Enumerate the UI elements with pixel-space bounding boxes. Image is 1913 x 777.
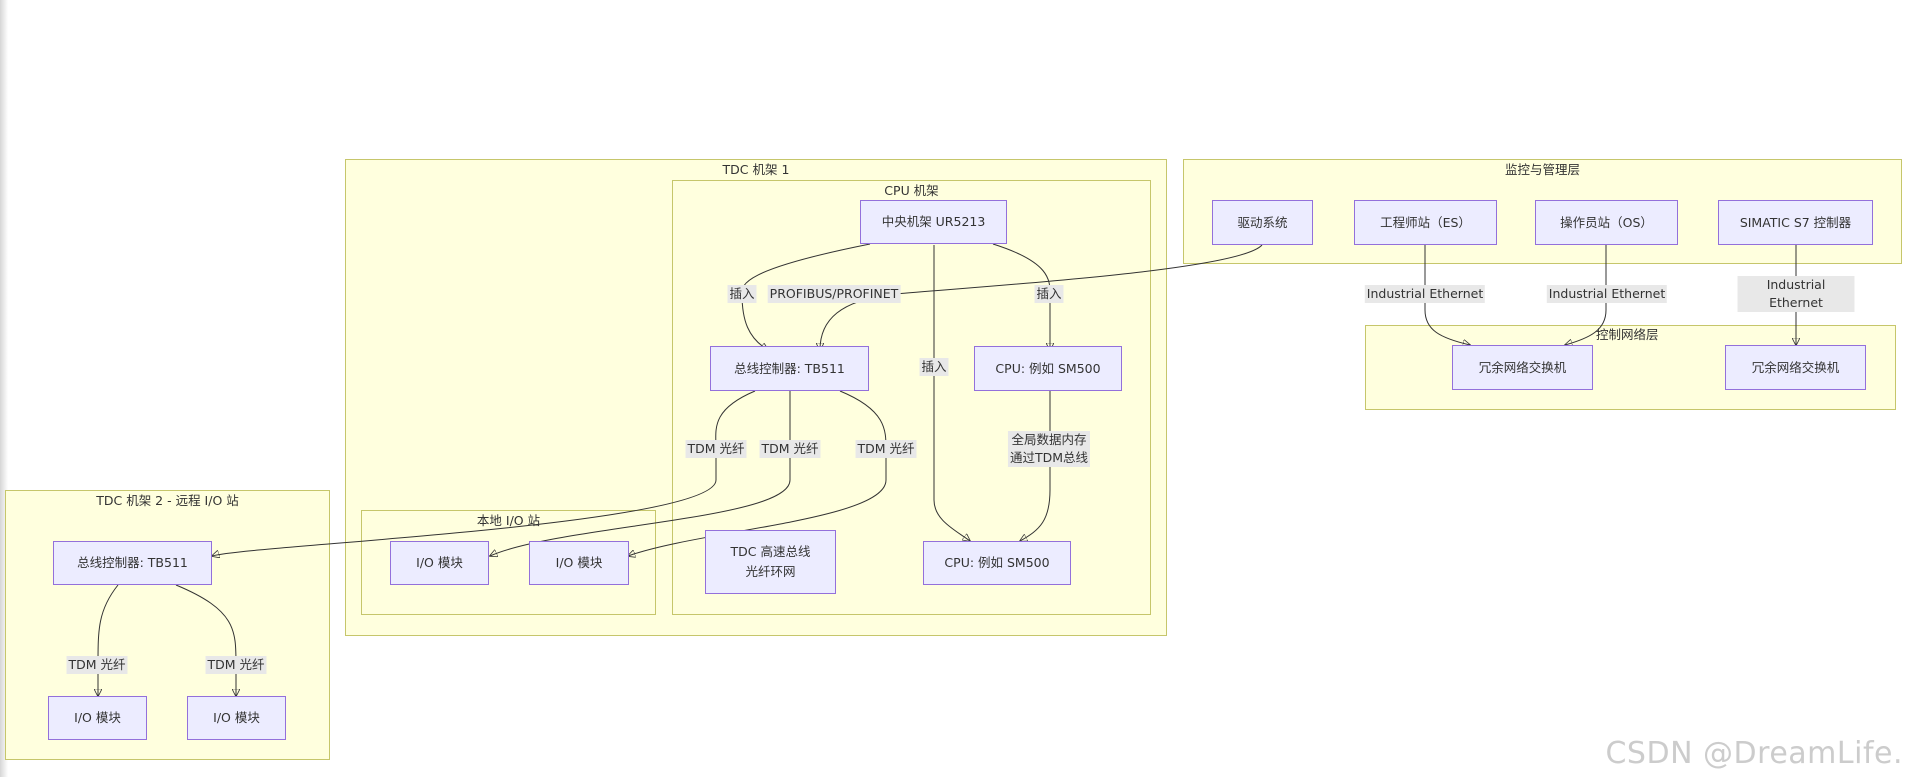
- edge-label-industrial-ethernet-1: Industrial Ethernet: [1364, 285, 1486, 303]
- group-title-control-network: 控制网络层: [1596, 327, 1659, 342]
- edge-label-tdm-fiber-1: TDM 光纤: [685, 440, 747, 458]
- edge-label-tdm-fiber-5: TDM 光纤: [205, 656, 267, 674]
- node-bus-controller-tb511-remote: 总线控制器: TB511: [53, 541, 212, 585]
- group-title-monitor: 监控与管理层: [1504, 162, 1580, 177]
- node-central-rack-ur5213: 中央机架 UR5213: [860, 200, 1007, 244]
- node-local-io-module-1: I/O 模块: [390, 541, 489, 585]
- edge-es-to-switch: [1424, 245, 1470, 345]
- node-engineering-station: 工程师站（ES）: [1354, 200, 1497, 245]
- edge-remote-to-io-1: [98, 584, 119, 696]
- edge-busctrl-to-localio-1: [490, 390, 791, 556]
- node-redundant-switch-2: 冗余网络交换机: [1725, 345, 1866, 390]
- group-title-local-io: 本地 I/O 站: [476, 513, 541, 528]
- group-title-cpu-rack: CPU 机架: [884, 183, 939, 198]
- edge-central-to-cpu-b: [933, 245, 970, 541]
- edge-busctrl-to-remote: [212, 390, 756, 556]
- csdn-watermark: CSDN @DreamLife.: [1605, 736, 1903, 771]
- edge-label-industrial-ethernet-2: Industrial Ethernet: [1546, 285, 1668, 303]
- node-local-io-module-2: I/O 模块: [529, 541, 629, 585]
- node-cpu-sm500-b: CPU: 例如 SM500: [923, 541, 1071, 585]
- node-remote-io-module-2: I/O 模块: [187, 696, 286, 740]
- window-edge-shadow: [0, 0, 8, 777]
- edge-label-plug-1: 插入: [727, 285, 757, 303]
- edge-label-industrial-ethernet-3: Industrial Ethernet: [1737, 276, 1855, 312]
- node-remote-io-module-1: I/O 模块: [48, 696, 147, 740]
- node-bus-controller-tb511-local: 总线控制器: TB511: [710, 346, 869, 391]
- edge-label-tdm-fiber-4: TDM 光纤: [66, 656, 128, 674]
- group-title-tdc-rack-2: TDC 机架 2 - 远程 I/O 站: [96, 493, 239, 508]
- edge-busctrl-to-localio-2: [628, 390, 887, 556]
- node-tdc-highspeed-bus: TDC 高速总线 光纤环网: [705, 530, 836, 594]
- edge-label-global-data-memory: 全局数据内存 通过TDM总线: [1007, 431, 1091, 467]
- node-simatic-s7-controller: SIMATIC S7 控制器: [1718, 200, 1873, 245]
- edge-label-profibus-profinet: PROFIBUS/PROFINET: [767, 285, 901, 303]
- edge-label-plug-2: 插入: [1034, 285, 1064, 303]
- node-operator-station: 操作员站（OS）: [1535, 200, 1678, 245]
- edge-label-tdm-fiber-3: TDM 光纤: [855, 440, 917, 458]
- node-cpu-sm500-a: CPU: 例如 SM500: [974, 346, 1122, 391]
- group-title-tdc-rack-1: TDC 机架 1: [722, 162, 790, 177]
- edge-remote-to-io-2: [175, 584, 236, 696]
- edge-label-tdm-fiber-2: TDM 光纤: [759, 440, 821, 458]
- edge-drive-to-busctrl: [820, 244, 1263, 350]
- node-drive-system: 驱动系统: [1212, 200, 1313, 245]
- edge-os-to-switch: [1565, 245, 1607, 345]
- node-redundant-switch-1: 冗余网络交换机: [1452, 345, 1593, 390]
- edge-cpu-a-to-cpu-b: [1020, 391, 1051, 541]
- edge-label-plug-3: 插入: [919, 358, 949, 376]
